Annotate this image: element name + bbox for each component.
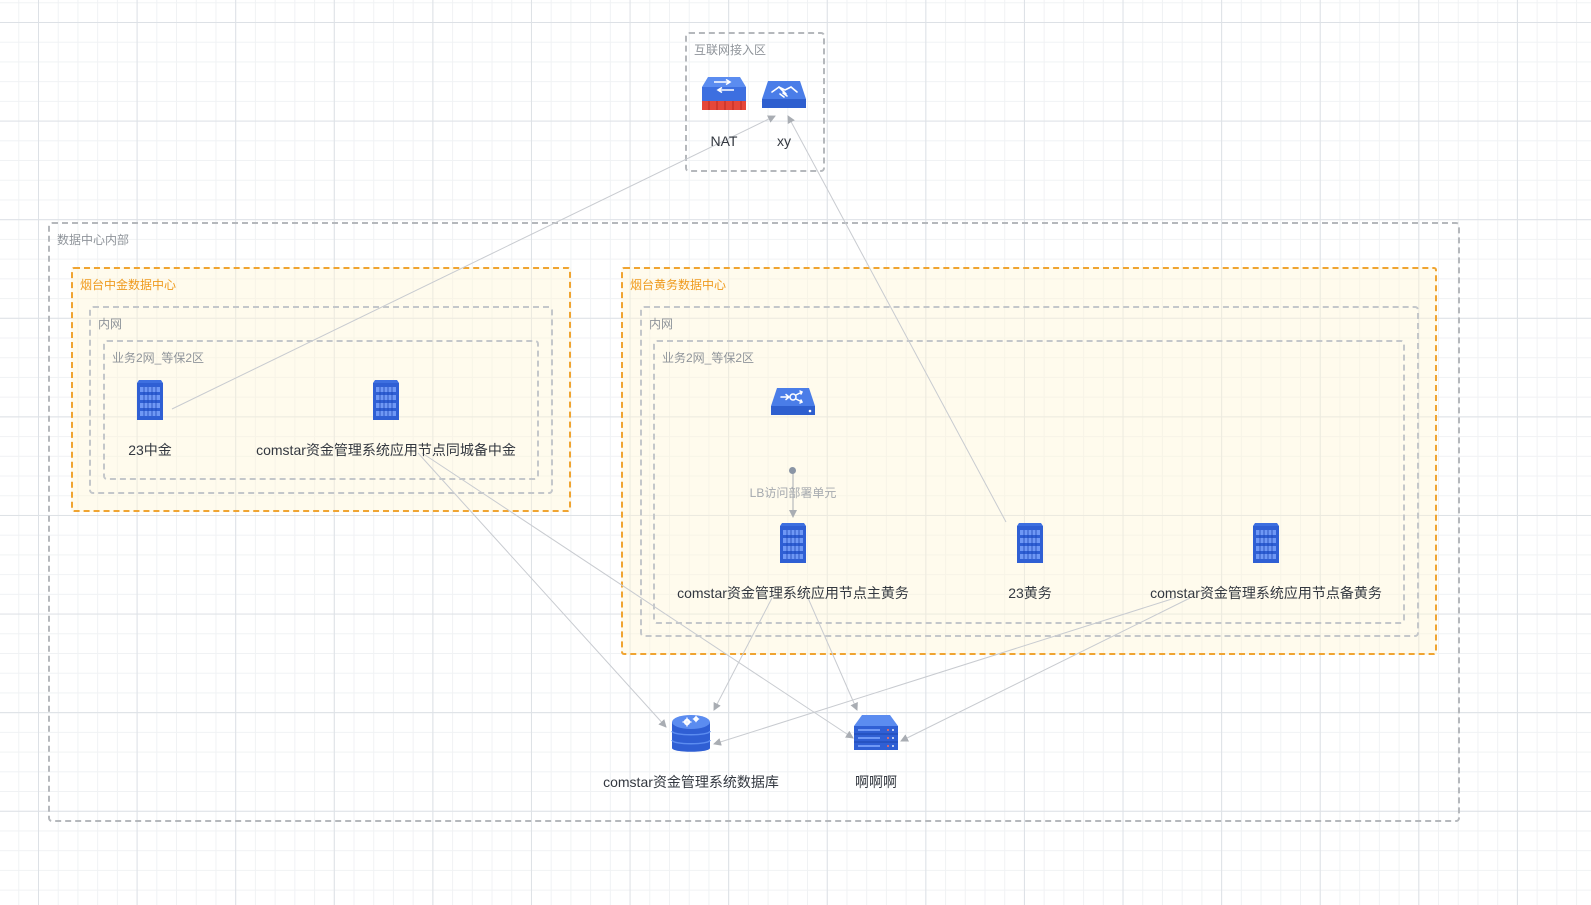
server-rack-icon — [1017, 523, 1043, 563]
server-node-comstar-backup-hw[interactable]: comstar资金管理系统应用节点备黄务 — [1150, 521, 1382, 603]
zone-label: 烟台中金数据中心 — [80, 278, 177, 292]
zone-label: 业务2网_等保2区 — [662, 351, 755, 365]
storage-node-aaa[interactable]: 啊啊啊 — [846, 710, 906, 792]
server-rack-icon — [373, 380, 399, 420]
server-node-zj23[interactable]: 23中金 — [120, 378, 180, 460]
node-label: comstar资金管理系统应用节点同城备中金 — [256, 442, 516, 458]
lb-anchor-dot — [789, 467, 796, 474]
database-gear-icon — [671, 715, 711, 752]
zone-label: 数据中心内部 — [57, 233, 130, 247]
database-node-comstar[interactable]: comstar资金管理系统数据库 — [603, 710, 779, 792]
node-label: comstar资金管理系统应用节点主黄务 — [677, 585, 909, 601]
node-label: 啊啊啊 — [855, 774, 897, 790]
nat-router-icon — [702, 77, 746, 110]
load-balancer-icon — [771, 388, 815, 415]
lb-access-label: LB访问部署单元 — [749, 486, 837, 500]
zone-label: 内网 — [649, 317, 674, 331]
node-label: NAT — [710, 133, 738, 149]
server-node-comstar-standby-zj[interactable]: comstar资金管理系统应用节点同城备中金 — [256, 378, 516, 460]
zone-label: 内网 — [98, 317, 123, 331]
server-rack-icon — [1253, 523, 1279, 563]
node-label: comstar资金管理系统应用节点备黄务 — [1150, 585, 1382, 601]
nat-node[interactable]: NAT — [694, 71, 754, 153]
load-balancer-node[interactable] — [763, 380, 823, 420]
handshake-device-icon — [762, 81, 806, 108]
server-rack-icon — [137, 380, 163, 420]
server-rack-icon — [780, 523, 806, 563]
server-node-comstar-primary-hw[interactable]: comstar资金管理系统应用节点主黄务 — [677, 521, 909, 603]
zone-label: 业务2网_等保2区 — [112, 351, 205, 365]
node-label: xy — [777, 133, 791, 149]
xy-node[interactable]: xy — [754, 71, 814, 153]
server-node-hw23[interactable]: 23黄务 — [1000, 521, 1060, 603]
node-label: comstar资金管理系统数据库 — [603, 774, 779, 790]
zone-label: 烟台黄务数据中心 — [630, 278, 727, 292]
node-label: 23中金 — [128, 442, 172, 458]
zone-label: 互联网接入区 — [694, 43, 767, 57]
node-label: 23黄务 — [1008, 585, 1052, 601]
storage-server-icon — [854, 715, 898, 750]
